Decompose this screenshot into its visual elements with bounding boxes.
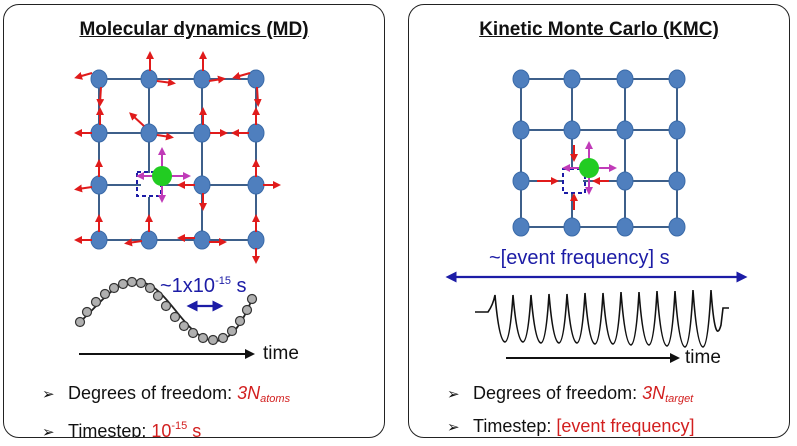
- md-lattice-lines: [98, 78, 257, 241]
- kmc-time-label: time: [685, 347, 721, 368]
- md-active-atom: [152, 166, 172, 186]
- kmc-panel: Kinetic Monte Carlo (KMC): [408, 4, 790, 438]
- md-bullets: ➢Degrees of freedom: 3Natoms ➢Timestep: …: [42, 380, 290, 438]
- arrow-bullet-icon: ➢: [447, 419, 460, 436]
- md-vibration-arrows: [74, 51, 281, 264]
- kmc-illustration: [445, 69, 748, 363]
- arrow-bullet-icon: ➢: [447, 386, 460, 403]
- kmc-active-arrows: [562, 141, 617, 195]
- kmc-timestep-row: ➢Timestep: [event frequency]: [447, 413, 694, 437]
- md-title: Molecular dynamics (MD): [79, 19, 309, 40]
- kmc-active-atom: [579, 158, 599, 178]
- kmc-signal: [475, 289, 729, 348]
- md-illustration: [74, 51, 281, 359]
- md-timestep-annotation: ~1x10-15 s: [160, 275, 247, 297]
- md-panel: Molecular dynamics (MD): [3, 4, 385, 438]
- md-timestep-row: ➢Timestep: 10-15 s: [42, 413, 290, 438]
- arrow-bullet-icon: ➢: [42, 386, 55, 403]
- md-active-arrows: [136, 147, 191, 203]
- kmc-atoms: [512, 69, 686, 237]
- md-time-label: time: [263, 343, 299, 364]
- kmc-lattice-lines: [520, 78, 678, 228]
- md-dof-row: ➢Degrees of freedom: 3Natoms: [42, 380, 290, 413]
- kmc-bullets: ➢Degrees of freedom: 3Ntarget ➢Timestep:…: [447, 380, 694, 437]
- kmc-dof-row: ➢Degrees of freedom: 3Ntarget: [447, 380, 694, 413]
- kmc-title: Kinetic Monte Carlo (KMC): [479, 19, 719, 40]
- md-trajectory-points: [74, 276, 258, 346]
- kmc-frequency-annotation: ~[event frequency] s: [489, 247, 670, 269]
- md-atoms: [90, 69, 265, 250]
- kmc-jump-arrows: [537, 145, 609, 210]
- arrow-bullet-icon: ➢: [42, 424, 55, 438]
